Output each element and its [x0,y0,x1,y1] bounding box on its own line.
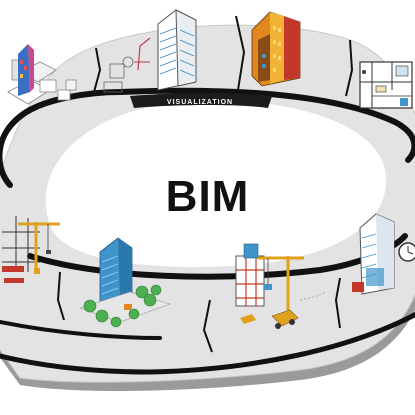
center-title: BIM [165,172,250,221]
band-label: VISUALIZATION [167,99,233,106]
modular-building-blocks-icon [7,44,77,105]
building-cutaway-visualization-icon [251,11,301,87]
visualization-banner [130,93,272,108]
ring-left-outline [0,117,19,188]
ring-inner-outline [13,87,415,163]
city-building-with-trees-icon [79,237,171,328]
segment-dividers [56,15,354,353]
building-design-sketch-icon [103,9,197,93]
construction-site-crane-icon [235,243,327,329]
building-maintenance-icon [352,213,415,295]
floor-plan-icon [359,61,413,109]
ring-inner-hole [45,100,387,267]
ring-bottom-inner-edge [0,320,162,340]
ring-bottom-outline [0,311,415,375]
construction-crane-icon [2,216,60,283]
